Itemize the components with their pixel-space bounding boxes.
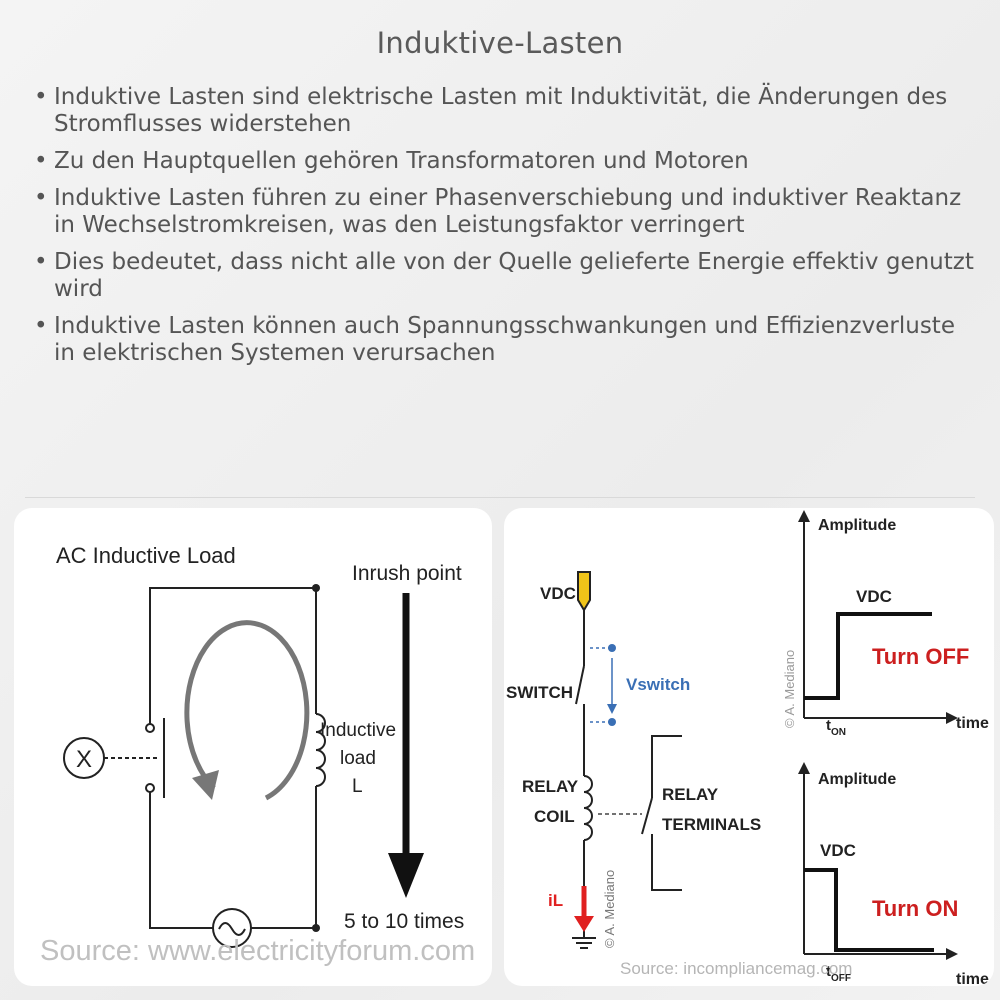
bullet-dot: • [34, 148, 48, 174]
relay-terminals-label-2: TERMINALS [662, 815, 761, 834]
current-arrow-icon [574, 886, 594, 932]
il-label: iL [548, 891, 563, 910]
relay-coil-icon [583, 775, 593, 841]
ground-icon [572, 937, 596, 949]
figure-heading: AC Inductive Load [56, 543, 236, 568]
t-sub: OFF [831, 973, 851, 984]
bullet-text: Induktive Lasten sind elektrische Lasten… [54, 84, 948, 137]
copyright-vertical: © A. Mediano [602, 870, 617, 948]
t-label: tOFF [826, 963, 851, 984]
bullet-item: •Dies bedeutet, dass nicht alle von der … [34, 249, 974, 303]
step-signal [804, 612, 932, 700]
bullet-text: Dies bedeutet, dass nicht alle von der Q… [54, 249, 974, 302]
vdc-marker-icon [577, 571, 591, 612]
multiplier-label: 5 to 10 times [344, 910, 464, 933]
axis-arrow-icon [946, 948, 958, 960]
axis-arrow-icon [946, 712, 958, 724]
load-label-3: L [352, 776, 363, 797]
relay-terminals-label-1: RELAY [662, 785, 719, 804]
vdc-level-label: VDC [856, 587, 892, 606]
time-label: time [956, 715, 989, 732]
time-label: time [956, 971, 989, 986]
lamp-symbol: X [76, 746, 92, 773]
section-divider [25, 497, 975, 498]
current-loop-arrow-icon [184, 620, 310, 801]
t-main: t [826, 717, 831, 734]
ac-inductive-load-figure: AC Inductive Load Inrush point X [14, 508, 492, 986]
page-title: Induktive-Lasten [376, 26, 624, 60]
relay-contact-wire [651, 735, 682, 798]
bullet-item: •Induktive Lasten führen zu einer Phasen… [34, 185, 974, 239]
switch-contact [145, 783, 155, 793]
bullet-dot: • [34, 185, 48, 211]
axis-arrow-icon [798, 510, 810, 522]
ac-circuit-diagram: AC Inductive Load Inrush point X [40, 543, 475, 967]
bullet-text: Induktive Lasten können auch Spannungssc… [54, 313, 955, 366]
amplitude-label: Amplitude [818, 771, 896, 788]
vdc-level-label: VDC [820, 841, 856, 860]
relay-coil-label-1: RELAY [522, 777, 579, 796]
switch-contact [145, 723, 155, 733]
bullet-text: Zu den Hauptquellen gehören Transformato… [54, 148, 749, 174]
bullet-item: •Induktive Lasten können auch Spannungss… [34, 313, 974, 367]
switch-label: SWITCH [506, 683, 573, 702]
inductor-coil-icon [315, 708, 326, 798]
bullet-item: •Induktive Lasten sind elektrische Laste… [34, 84, 974, 138]
bullet-item: •Zu den Hauptquellen gehören Transformat… [34, 148, 974, 175]
amplitude-label: Amplitude [818, 517, 896, 534]
bullet-dot: • [34, 249, 48, 275]
load-label-1: Inductive [320, 720, 396, 741]
vswitch-label: Vswitch [626, 675, 690, 694]
state-label: Turn ON [872, 896, 958, 921]
bullet-dot: • [34, 84, 48, 110]
t-sub: ON [831, 727, 846, 738]
step-signal [804, 868, 934, 952]
ac-source-icon [212, 908, 252, 948]
source-caption: Source: incompliancemag.com [620, 959, 852, 978]
t-label: tON [826, 717, 846, 738]
relay-circuit-diagram: VDC SWITCH Vswitch RELAY COIL RELAY TE [506, 510, 989, 986]
axis-arrow-icon [798, 762, 810, 774]
switch-blade [575, 665, 585, 705]
vdc-label: VDC [540, 584, 576, 603]
state-label: Turn OFF [872, 644, 969, 669]
relay-coil-label-2: COIL [534, 807, 575, 826]
relay-contact-blade [641, 797, 653, 835]
inrush-label: Inrush point [352, 562, 462, 585]
terminal-dot [312, 924, 320, 932]
copyright-vertical: © A. Mediano [782, 650, 797, 728]
bullet-text: Induktive Lasten führen zu einer Phasenv… [54, 185, 962, 238]
circuit-wires [149, 587, 317, 929]
lamp-icon: X [63, 737, 105, 779]
turn-off-graph: Amplitude VDC Turn OFF tON time © A. Med… [782, 510, 989, 738]
vswitch-indicator [590, 644, 617, 726]
relay-contact-wire [651, 834, 682, 891]
bullet-list: •Induktive Lasten sind elektrische Laste… [34, 84, 974, 377]
dc-relay-figure: VDC SWITCH Vswitch RELAY COIL RELAY TE [504, 508, 994, 986]
terminal-dot [312, 584, 320, 592]
bullet-dot: • [34, 313, 48, 339]
source-caption: Source: www.electricityforum.com [40, 935, 475, 967]
t-main: t [826, 963, 831, 980]
load-label-2: load [340, 748, 376, 769]
inrush-arrow-icon [388, 593, 424, 898]
turn-on-graph: Amplitude VDC Turn ON tOFF time [798, 762, 989, 986]
